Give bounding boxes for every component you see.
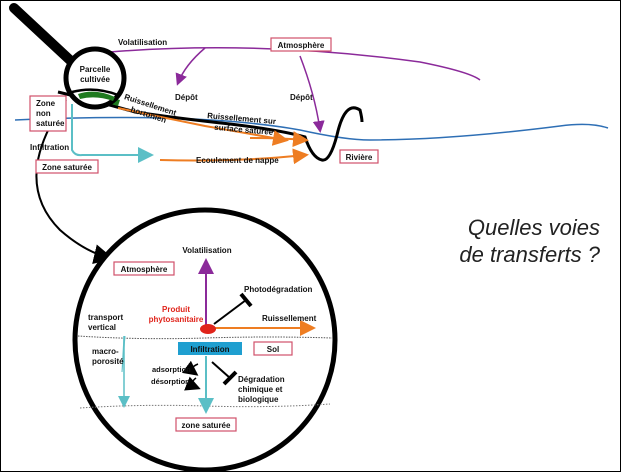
box-zone-saturee-zoom: zone saturée: [175, 417, 237, 432]
label-volatilisation-top: Volatilisation: [118, 38, 167, 47]
adsorption-arrow: [181, 360, 199, 376]
photodegradation-arrow: [213, 299, 247, 325]
desorption-arrow: [184, 376, 201, 391]
label-parcelle-1: Parcelle: [80, 65, 111, 74]
svg-text:saturée: saturée: [36, 119, 65, 128]
question-line-2: de transferts ?: [459, 242, 600, 267]
label-depot-2: Dépôt: [290, 93, 313, 102]
box-atmosphere-zoom: Atmosphère: [113, 261, 175, 276]
svg-text:Sol: Sol: [267, 345, 279, 354]
box-sol: Sol: [253, 341, 293, 356]
zoom-connector-arrow: [35, 99, 114, 264]
label-degradation-1: Dégradation: [238, 375, 285, 384]
box-riviere: Rivière: [339, 149, 379, 164]
label-produit-2: phytosanitaire: [149, 315, 204, 324]
volatilisation-arrow-top: [109, 47, 481, 81]
svg-text:Rivière: Rivière: [346, 153, 373, 162]
svg-text:Zone saturée: Zone saturée: [42, 163, 92, 172]
label-produit-1: Produit: [162, 305, 190, 314]
box-zone-non-saturee: Zone non saturée: [29, 95, 67, 132]
degradation-arrow: [211, 361, 231, 379]
runoff-hortonian-arrow: [117, 107, 289, 146]
box-zone-saturee-top: Zone saturée: [35, 159, 99, 174]
label-transport-2: vertical: [88, 323, 116, 332]
label-depot-1: Dépôt: [175, 93, 198, 102]
water-table-line: [14, 116, 609, 141]
box-atmosphere-top: Atmosphère: [270, 37, 332, 52]
label-ecoulement: Ecoulement de nappe: [196, 156, 279, 165]
label-infiltration-top: Infiltration: [30, 143, 69, 152]
box-infiltration: Infiltration: [178, 342, 242, 355]
saturated-zone-line: [79, 403, 331, 409]
question-line-1: Quelles voies: [467, 215, 600, 240]
question-text: Quelles voies de transferts ?: [400, 214, 600, 268]
label-parcelle-2: cultivée: [80, 75, 110, 84]
depot-arrow-1: [175, 47, 206, 86]
label-photodegradation: Photodégradation: [244, 285, 313, 294]
label-porosite: porosité: [92, 357, 124, 366]
label-desorption: désorption: [151, 377, 190, 386]
infiltration-arrow-top: [71, 104, 154, 163]
svg-text:Atmosphère: Atmosphère: [121, 265, 168, 274]
magnifier-handle: [9, 3, 77, 67]
svg-text:Zone: Zone: [36, 99, 56, 108]
runoff-saturated-arrow: [249, 131, 309, 148]
label-macro: macro-: [92, 347, 119, 356]
soil-surface-line: [77, 335, 333, 340]
svg-text:Atmosphère: Atmosphère: [278, 41, 325, 50]
groundwater-flow-arrow: [159, 148, 309, 165]
label-degradation-2: chimique et: [238, 385, 283, 394]
label-ruissellement-zoom: Ruissellement: [262, 314, 317, 323]
label-adsorption: adsorption: [152, 365, 191, 374]
label-transport-1: transport: [88, 313, 123, 322]
product-marker: [200, 324, 216, 334]
label-volatilisation-zoom: Volatilisation: [182, 246, 231, 255]
svg-text:zone saturée: zone saturée: [182, 421, 231, 430]
svg-text:Infiltration: Infiltration: [190, 345, 229, 354]
svg-text:non: non: [36, 109, 51, 118]
label-degradation-3: biologique: [238, 395, 279, 404]
depot-arrow-2: [299, 55, 325, 133]
